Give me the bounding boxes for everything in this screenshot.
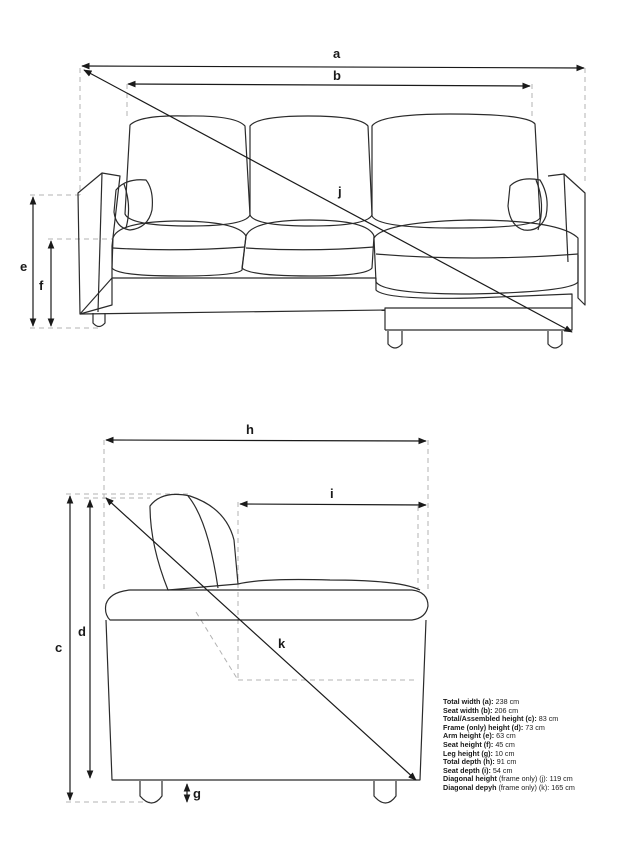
dim-b-arrow xyxy=(127,80,531,90)
dim-i-label: i xyxy=(330,486,334,501)
chaise-cushion xyxy=(373,219,579,295)
front-dimensions xyxy=(29,62,585,333)
side-arm xyxy=(104,589,429,621)
dim-i-arrow xyxy=(239,500,427,509)
dim-k-arrow xyxy=(105,497,417,781)
spec-diagonal-depth: Diagonal depyh (frame only) (k): 165 cm xyxy=(443,782,575,792)
spec-seat-width: Seat width (b): 206 cm xyxy=(443,705,519,715)
side-leg-back xyxy=(139,781,163,804)
spec-total-width: Total width (a): 238 cm xyxy=(443,697,520,706)
leg-front-chaise-right xyxy=(547,331,563,349)
side-guides xyxy=(66,440,429,803)
spec-seat-height: Seat height (f): 45 cm xyxy=(443,739,515,749)
spec-seat-depth: Seat depth (i): 54 cm xyxy=(443,765,513,775)
spec-diagonal-height: Diagonal height (frame only) (j): 119 cm xyxy=(443,774,573,784)
leg-front-left xyxy=(92,313,106,328)
side-seat-cushion xyxy=(237,578,421,591)
spec-total-height: Total/Assembled height (c): 83 cm xyxy=(443,714,559,724)
side-backrest xyxy=(149,493,239,591)
dim-b-label: b xyxy=(333,68,341,83)
dim-a-arrow xyxy=(81,62,585,72)
front-view xyxy=(30,68,586,349)
dim-d-label: d xyxy=(78,624,86,639)
dim-e-label: e xyxy=(20,259,27,274)
front-guides xyxy=(30,68,586,329)
dimension-spec-list: Total width (a): 238 cm Seat width (b): … xyxy=(443,697,633,793)
dim-j-label: j xyxy=(337,184,342,199)
side-dimensions xyxy=(66,436,427,803)
spec-leg-height: Leg height (g): 10 cm xyxy=(443,748,515,758)
side-leg-front xyxy=(373,781,397,804)
dim-a-label: a xyxy=(333,46,341,61)
dim-j-arrow xyxy=(83,69,573,333)
dim-g-label: g xyxy=(193,786,201,801)
spec-total-depth: Total depth (h): 91 cm xyxy=(443,757,517,767)
back-cushion-middle xyxy=(249,115,373,227)
spec-arm-height: Arm height (e): 63 cm xyxy=(443,731,516,741)
dim-f-label: f xyxy=(39,278,44,293)
dim-k-label: k xyxy=(278,636,286,651)
sofa-base xyxy=(79,277,573,330)
dim-h-arrow xyxy=(105,436,427,445)
spec-frame-height: Frame (only) height (d): 73 cm xyxy=(443,722,545,732)
back-cushion-right xyxy=(371,113,541,229)
dim-h-label: h xyxy=(246,422,254,437)
dim-c-label: c xyxy=(55,640,62,655)
leg-front-chaise-left xyxy=(387,331,403,349)
back-cushion-left xyxy=(124,115,251,227)
side-view xyxy=(66,440,429,804)
